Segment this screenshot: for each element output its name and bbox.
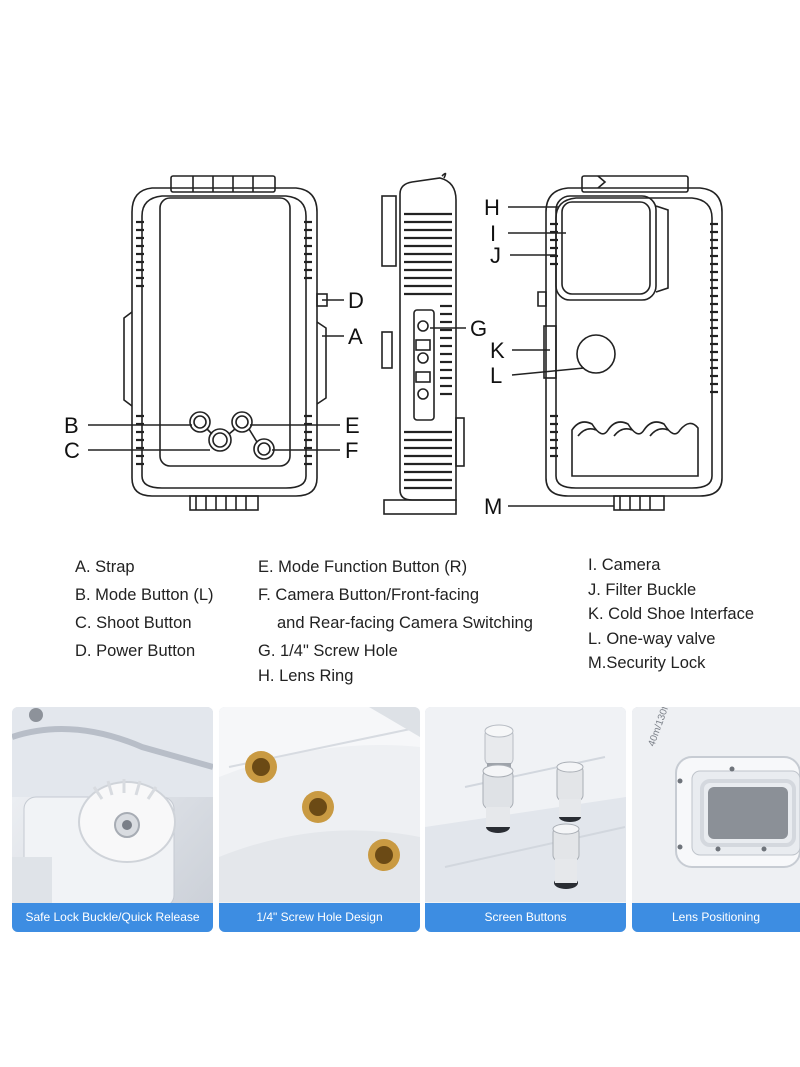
callout-a: A <box>348 324 363 349</box>
legend-item-j: J. Filter Buckle <box>588 580 697 599</box>
legend-column-2: E. Mode Function Button (R) F. Camera Bu… <box>258 553 533 687</box>
photo-screen-buttons: Screen Buttons <box>425 707 626 932</box>
legend-item-a: A. Strap <box>75 558 135 576</box>
legend-item-k: K. Cold Shoe Interface <box>588 605 755 624</box>
housing-diagram: D A B C E F G H I J K L M <box>64 172 723 519</box>
photo-lens-positioning: 40m/130ft Lens Positioning <box>632 707 800 932</box>
callout-i: I <box>490 221 496 246</box>
callout-l: L <box>490 363 502 388</box>
callout-d: D <box>348 288 364 313</box>
callout-f: F <box>345 438 358 463</box>
legend-item-c: C. Shoot Button <box>75 614 192 632</box>
front-view <box>123 175 328 511</box>
legend-item-f: F. Camera Button/Front-facing <box>258 586 480 604</box>
legend-column-3: I. Camera J. Filter Buckle K. Cold Shoe … <box>588 553 754 676</box>
legend-item-l: L. One-way valve <box>588 629 716 648</box>
photo-safe-lock-buckle: Safe Lock Buckle/Quick Release <box>12 707 213 932</box>
photo-caption: Lens Positioning <box>632 903 800 932</box>
callout-b: B <box>64 413 79 438</box>
callout-m: M <box>484 494 502 519</box>
legend-column-1: A. Strap B. Mode Button (L) C. Shoot But… <box>75 553 214 665</box>
legend-item-h: H. Lens Ring <box>258 667 354 685</box>
leader-lines <box>88 206 614 507</box>
legend-item-f-continued: and Rear-facing Camera Switching <box>277 614 533 632</box>
legend-item-i: I. Camera <box>588 556 661 574</box>
legend-item-b: B. Mode Button (L) <box>75 586 214 604</box>
callout-g: G <box>470 316 487 341</box>
legend-item-g: G. 1/4" Screw Hole <box>258 642 398 660</box>
callout-e: E <box>345 413 360 438</box>
callout-h: H <box>484 195 500 220</box>
photo-screw-hole: 1/4" Screw Hole Design <box>219 707 420 932</box>
callout-j: J <box>490 243 501 268</box>
callout-c: C <box>64 438 80 463</box>
photo-caption: Screen Buttons <box>425 903 626 932</box>
back-view <box>537 175 723 511</box>
side-view <box>381 172 465 515</box>
photo-caption: Safe Lock Buckle/Quick Release <box>12 903 213 932</box>
legend-item-e: E. Mode Function Button (R) <box>258 558 468 576</box>
legend-item-m: M.Security Lock <box>588 654 706 673</box>
callout-k: K <box>490 338 505 363</box>
legend-item-d: D. Power Button <box>75 642 196 660</box>
photo-caption: 1/4" Screw Hole Design <box>219 903 420 932</box>
